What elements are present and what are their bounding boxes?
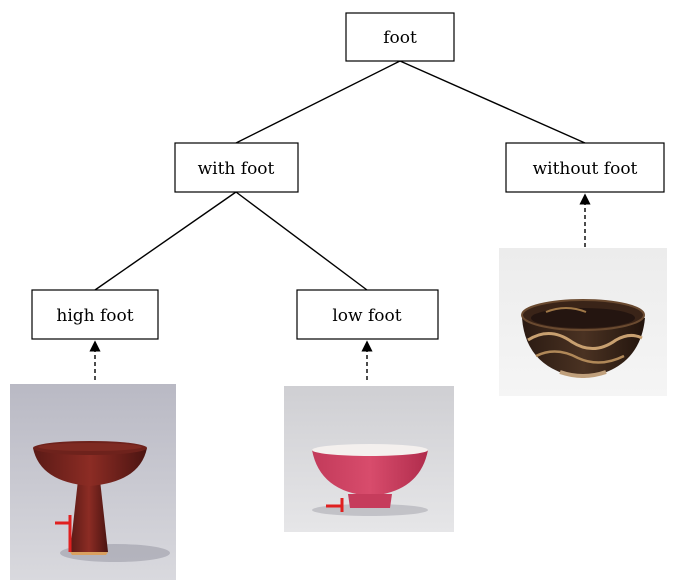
node-without-foot-label: without foot [533, 159, 638, 179]
stem-cup-photo [10, 384, 176, 580]
node-root-label: foot [383, 28, 417, 48]
tree-connectors [94, 60, 586, 291]
node-low-foot-label: low foot [332, 306, 401, 326]
edge-foot-to-without-foot [399, 60, 586, 144]
red-bowl-photo [284, 386, 454, 532]
node-root: foot [345, 12, 455, 62]
edge-foot-to-with-foot [235, 60, 401, 144]
node-high-foot: high foot [31, 289, 159, 340]
node-high-foot-label: high foot [56, 306, 133, 326]
node-low-foot: low foot [296, 289, 439, 340]
node-with-foot-label: with foot [198, 159, 275, 179]
painted-bowl-photo [499, 248, 667, 396]
low-foot-marker [326, 498, 344, 512]
high-foot-marker [55, 515, 72, 552]
edge-with-foot-to-high-foot [94, 191, 237, 291]
edge-with-foot-to-low-foot [235, 191, 368, 291]
node-with-foot: with foot [174, 142, 299, 193]
photo-arrows [89, 193, 591, 380]
node-without-foot: without foot [505, 142, 665, 193]
